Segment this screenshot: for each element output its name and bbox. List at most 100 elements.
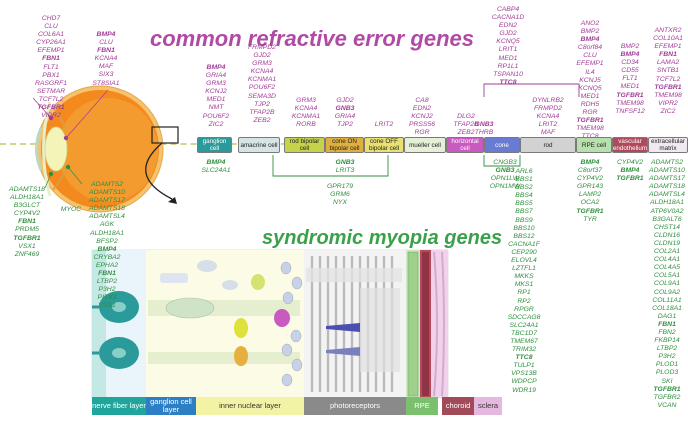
gene-name: MED1 <box>620 83 640 91</box>
gene-name: FBN1 <box>97 47 115 55</box>
gene-name: ADAMTS10 <box>89 189 125 197</box>
gene-name: FBN2 <box>658 328 676 336</box>
gene-name: KCNJ2 <box>205 88 227 96</box>
gene-name: TRIM32 <box>511 346 537 354</box>
gene-name: DAG1 <box>657 312 677 320</box>
gene-name: FRMPD2 <box>534 105 562 113</box>
gene-name: TNFSF12 <box>615 107 645 115</box>
cell-type-box: cone ON bipolar cell <box>325 137 364 153</box>
gene-name: SIX3 <box>98 71 114 79</box>
gene-name: P3H2 <box>658 353 676 361</box>
gene-name: BMP2 <box>620 43 640 50</box>
gene-name: CACNA1D <box>491 14 525 22</box>
gene-name: BBS5 <box>515 200 533 208</box>
gene-name: OPN1LW <box>490 175 520 183</box>
gene-name: GJD2 <box>336 97 354 104</box>
gene-name: BBS10 <box>513 224 535 232</box>
cell-type-box: extracellular matrix <box>648 137 688 153</box>
gene-name: ADAMTS2 <box>90 181 124 188</box>
gene-name: LAMP2 <box>578 191 602 199</box>
gene-name: SLC24A1 <box>201 167 231 175</box>
gene-name: PLOD1 <box>655 361 679 369</box>
gene-name: GNB3 <box>335 105 355 113</box>
gene-name: LRIT1 <box>498 46 518 54</box>
gene-name: ATP6V0A2 <box>650 207 684 215</box>
gene-name: MED1 <box>206 96 226 104</box>
gene-name: EFEMP1 <box>654 43 682 51</box>
gene-name: ZEB2 <box>457 129 475 137</box>
gene-name: TMEM98 <box>654 91 682 99</box>
retinal-layer-label: ganglion cell layer <box>146 397 196 415</box>
gene-name: FKBP14 <box>654 337 680 345</box>
gene-name: FBN1 <box>98 270 116 278</box>
gene-name: CLDN16 <box>653 231 681 239</box>
gene-name: VPS13B <box>511 370 537 378</box>
gene-name: TMEM98 <box>616 99 644 107</box>
gene-name: CHD7 <box>41 15 61 22</box>
gene-name: CD55 <box>621 67 639 75</box>
gene-name: LRIT2 <box>538 121 558 129</box>
gene-name: COL9A1 <box>653 280 681 288</box>
gene-name: COL10A1 <box>653 35 683 43</box>
gene-name: ALDH18A1 <box>649 199 684 207</box>
gene-name: PBX1 <box>42 71 60 79</box>
gene-name: ADAMTS2 <box>650 159 684 166</box>
cell-type-box: ganglion cell <box>197 137 232 153</box>
gene-name: BMP4 <box>620 51 640 59</box>
cell-type-box: vascular endothelium <box>612 137 648 153</box>
gene-name: TFAP2B <box>453 121 479 129</box>
gene-name: OPN1MW <box>489 183 521 191</box>
gene-name: BMP2 <box>580 28 600 36</box>
gene-name: SETMAR <box>36 87 66 95</box>
gene-name: BBS2 <box>515 184 533 192</box>
gene-name: VIPR2 <box>658 99 678 107</box>
gene-name: BBS9 <box>515 216 533 224</box>
gene-name: THRB <box>474 129 494 137</box>
gene-name: ADAMTSL4 <box>89 213 125 221</box>
gene-name: VCAN <box>657 401 677 409</box>
gene-name: SNTB1 <box>657 67 679 75</box>
gene-name: PLOD3 <box>655 369 679 377</box>
gene-name: TTC8 <box>568 133 612 141</box>
gene-name: COL11A1 <box>652 296 682 304</box>
gene-name: MAF <box>540 129 556 137</box>
gene-name: EDN2 <box>412 105 432 113</box>
gene-name: MED1 <box>580 92 600 100</box>
gene-name: BBS12 <box>513 232 535 240</box>
gene-name: TGFBR1 <box>576 207 604 215</box>
gene-name: ANO2 <box>580 20 600 27</box>
gene-name: TGFBR1 <box>576 117 604 125</box>
gene-name: BBS7 <box>515 208 533 216</box>
gene-name: KCNA4 <box>94 55 118 63</box>
gene-name: MAF <box>98 63 114 71</box>
gene-name: CLU <box>44 23 58 31</box>
gene-name: ADAMTS17 <box>89 197 125 205</box>
gene-name: CLU <box>583 52 597 60</box>
gene-name: TGFBR1 <box>616 91 644 99</box>
gene-name: ELOVL4 <box>511 257 537 265</box>
gene-name: TYR <box>583 215 597 223</box>
gene-name: GJD2 <box>499 30 517 38</box>
gene-name: FBN1 <box>659 51 677 59</box>
gene-name: GRM3 <box>252 60 272 68</box>
gene-name: C8orf37 <box>577 167 603 175</box>
gene-name: TULP1 <box>513 362 535 370</box>
gene-name: B3GLCT <box>13 202 41 210</box>
gene-name: EFEMP1 <box>37 47 65 55</box>
gene-name: PITX3 <box>97 294 117 302</box>
gene-name: CYP26A1 <box>36 39 66 47</box>
gene-name: RP2 <box>517 297 531 305</box>
gene-name: CABP4 <box>496 6 520 13</box>
gene-name: ANTXR2 <box>654 27 682 34</box>
gene-name: IL4 <box>585 68 595 76</box>
gene-name: EDN2 <box>498 22 518 30</box>
gene-name: RPGR <box>514 305 534 313</box>
gene-name: BMP4 <box>96 31 116 38</box>
gene-name: KCNMA1 <box>247 76 277 84</box>
